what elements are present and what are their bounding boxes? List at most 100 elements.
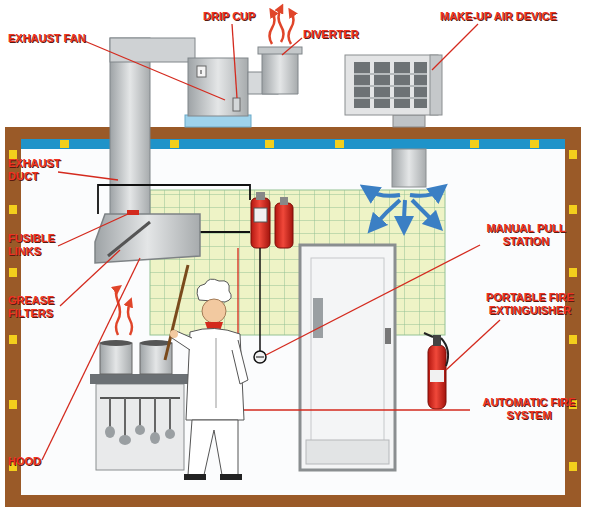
building-frame [565, 127, 581, 507]
wall-marker [9, 205, 17, 214]
leader-line [42, 24, 500, 460]
callout-label: MAKE-UP AIR DEVICE [440, 10, 588, 23]
make-up-air-device [345, 55, 442, 187]
air-flow-arrow [374, 200, 400, 226]
stove [96, 384, 184, 470]
wall-marker [530, 140, 539, 148]
make-up-air-device [393, 115, 425, 127]
cooking-heat [116, 288, 132, 335]
door [300, 245, 395, 470]
air-flow-arrow [368, 190, 400, 196]
fire-extinguisher [433, 335, 441, 346]
leader-line [282, 38, 302, 55]
manual-pull-station [254, 248, 266, 363]
wall-marker [569, 462, 577, 471]
callout-label: EXHAUST DUCT [8, 157, 68, 183]
make-up-air-device [354, 74, 427, 98]
wall-marker [265, 140, 274, 148]
fire-system-tank [275, 203, 293, 248]
callout-label: DRIP CUP [203, 10, 278, 23]
door [311, 258, 384, 463]
diverter [258, 47, 302, 54]
exhaust-plume [289, 12, 294, 44]
exhaust-plume [270, 8, 294, 44]
chef [184, 474, 206, 480]
chef [186, 328, 244, 420]
manual-pull-station [259, 248, 261, 351]
chef [216, 338, 217, 408]
leader-line [60, 250, 120, 306]
callout-label: MANUAL PULL STATION [478, 222, 574, 248]
stove [119, 435, 131, 445]
cooking-heat [128, 302, 132, 335]
fire-system-tank [251, 192, 293, 248]
fire-extinguisher [430, 370, 444, 382]
stove [165, 429, 175, 439]
exhaust-fan [197, 66, 206, 77]
door [300, 245, 395, 470]
leader-line [432, 24, 478, 70]
fire-extinguisher [424, 333, 448, 409]
leader-line [42, 258, 140, 460]
stove [135, 425, 145, 435]
building-frame [5, 127, 581, 139]
wall-marker [9, 400, 17, 409]
wall-marker [569, 150, 577, 159]
stove [100, 343, 132, 374]
leader-line [446, 320, 500, 370]
exhaust-plume [279, 8, 284, 42]
leader-line [58, 214, 128, 246]
room [21, 149, 565, 495]
cooking-heat [116, 288, 120, 335]
air-flow-arrow [404, 200, 405, 226]
diverter [248, 47, 302, 94]
leader-line [82, 40, 225, 100]
stove [110, 398, 170, 436]
leader-line [232, 24, 237, 98]
grease-filter [108, 222, 150, 256]
chef [232, 340, 248, 384]
fusible-link [127, 210, 139, 215]
fire-extinguisher [424, 333, 448, 366]
fire-system-tank [254, 208, 267, 222]
callout-label: PORTABLE FIRE EXTINGUISHER [474, 291, 586, 317]
callout-label: EXHAUST FAN [8, 32, 128, 45]
building-frame [5, 127, 581, 507]
wall-marker [569, 268, 577, 277]
exhaust-duct [110, 38, 195, 62]
diverter [262, 52, 298, 94]
chef [165, 265, 188, 360]
make-up-air-device [345, 55, 438, 115]
fire-system-tank [256, 192, 265, 200]
drip-cup [233, 98, 240, 111]
chef [170, 330, 178, 338]
door [385, 328, 391, 344]
door [313, 298, 323, 338]
leader-line [58, 172, 118, 180]
stove [150, 432, 160, 444]
wall-marker [569, 205, 577, 214]
room [150, 190, 445, 335]
suppression-piping [98, 185, 250, 214]
exhaust-plume [270, 12, 275, 44]
stove [100, 340, 132, 346]
exhaust-fan [185, 58, 251, 127]
building-frame [21, 139, 565, 149]
building-frame [5, 495, 581, 507]
chef [188, 420, 238, 475]
exhaust-fan [185, 115, 251, 127]
room [21, 149, 565, 495]
air-flow-arrow [410, 190, 440, 196]
make-up-air-device [430, 55, 442, 115]
stove [90, 340, 190, 470]
hood [95, 210, 200, 263]
make-up-air-device [392, 149, 426, 187]
stove [105, 426, 115, 438]
manual-pull-station [256, 357, 264, 358]
exhaust-fan [188, 58, 248, 116]
fire-system-tank [280, 197, 288, 205]
air-flow-arrow [368, 190, 440, 226]
